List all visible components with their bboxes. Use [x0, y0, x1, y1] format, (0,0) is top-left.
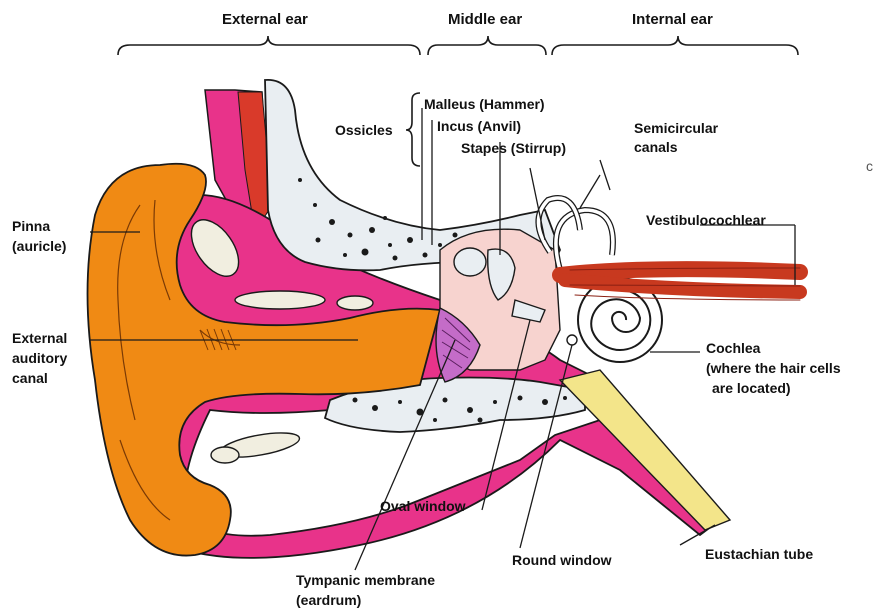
label-canal-1: External: [12, 330, 67, 347]
label-semicircular-1: Semicircular: [634, 120, 718, 137]
round-window-shape: [567, 335, 577, 345]
label-malleus: Malleus (Hammer): [424, 96, 545, 113]
label-tympanic-1: Tympanic membrane: [296, 572, 435, 589]
label-pinna-2: (auricle): [12, 238, 66, 255]
label-semicircular-2: canals: [634, 139, 678, 156]
internal-ear-brace: [552, 36, 798, 55]
label-cochlea-1: Cochlea: [706, 340, 760, 357]
section-label-internal: Internal ear: [632, 10, 713, 29]
label-cochlea-3: are located): [712, 380, 791, 397]
label-stapes: Stapes (Stirrup): [461, 140, 566, 157]
label-pinna-1: Pinna: [12, 218, 50, 235]
section-label-external: External ear: [222, 10, 308, 29]
label-oval-window: Oval window: [380, 498, 466, 515]
label-ossicles: Ossicles: [335, 122, 393, 139]
label-tympanic-2: (eardrum): [296, 592, 361, 609]
ossicles-brace: [406, 93, 420, 166]
label-canal-3: canal: [12, 370, 48, 387]
label-incus: Incus (Anvil): [437, 118, 521, 135]
label-vestibulocochlear: Vestibulocochlear: [646, 212, 766, 229]
label-eustachian: Eustachian tube: [705, 546, 813, 563]
edge-fragment-text: c: [866, 158, 873, 175]
section-label-middle: Middle ear: [448, 10, 522, 29]
malleus-bone: [454, 248, 486, 276]
label-cochlea-2: (where the hair cells: [706, 360, 841, 377]
label-round-window: Round window: [512, 552, 612, 569]
middle-ear-brace: [428, 36, 546, 55]
label-canal-2: auditory: [12, 350, 67, 367]
external-ear-brace: [118, 36, 420, 55]
